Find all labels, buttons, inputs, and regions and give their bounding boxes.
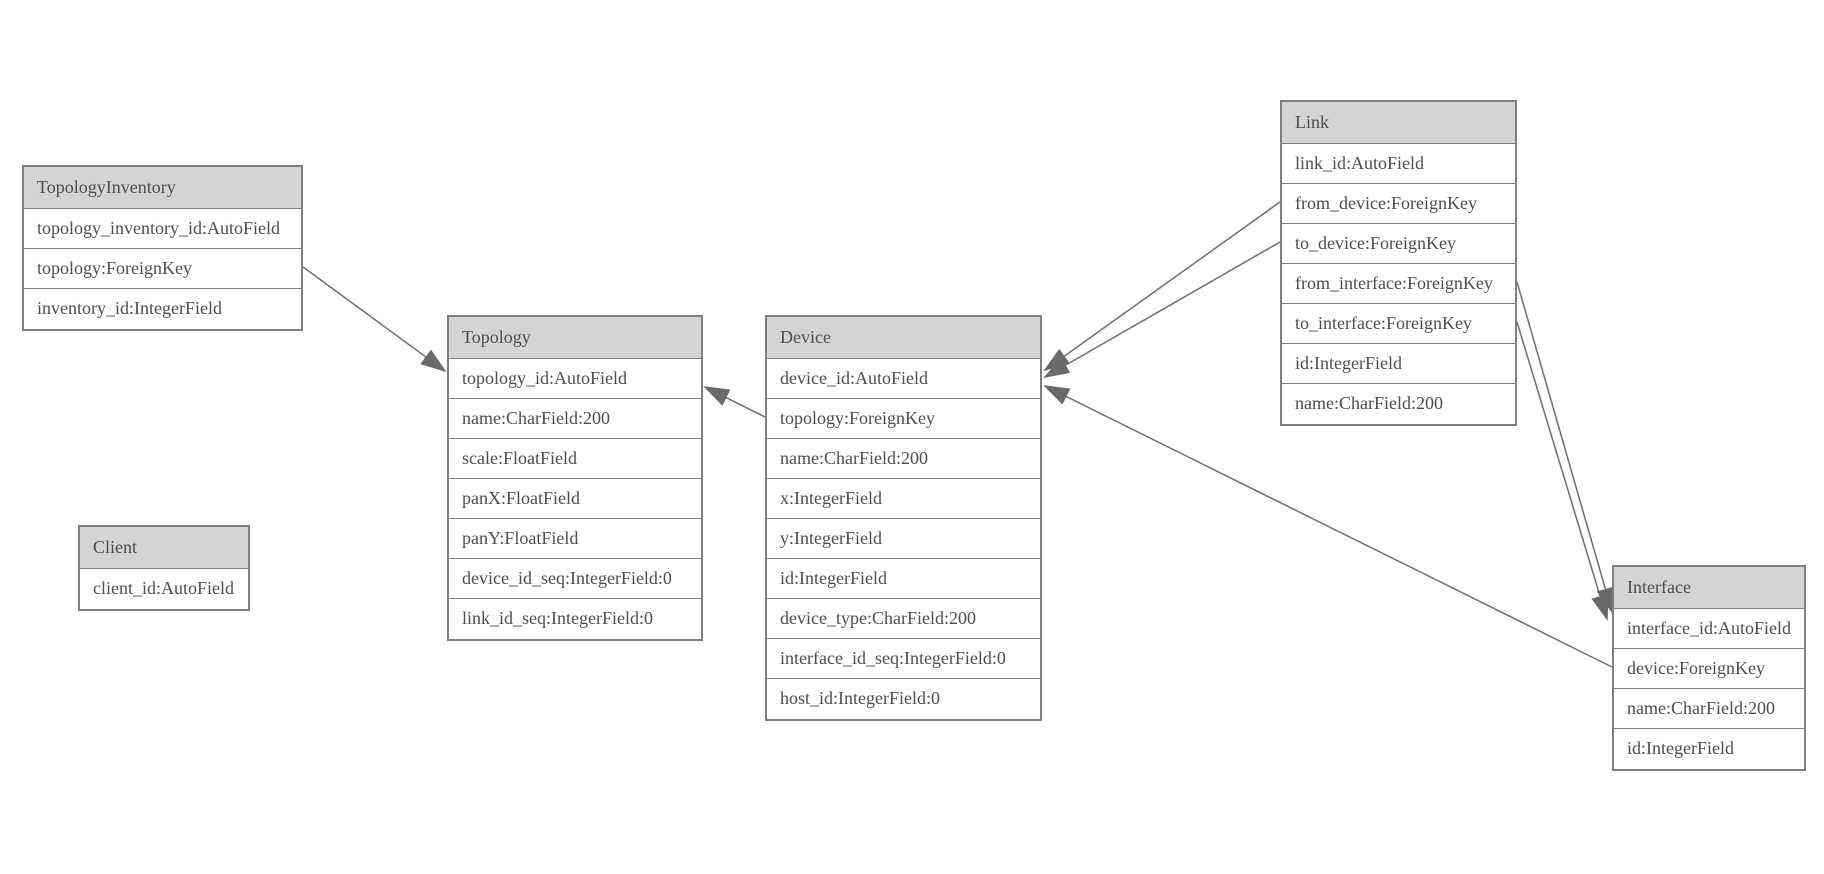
field-row: inventory_id:IntegerField: [24, 289, 301, 329]
edge-link-from-device: [1043, 201, 1281, 372]
field-row: device_id:AutoField: [767, 359, 1040, 399]
field-row: name:CharField:200: [449, 399, 701, 439]
field-row: name:CharField:200: [1282, 384, 1515, 424]
field-row: name:CharField:200: [767, 439, 1040, 479]
field-row: device:ForeignKey: [1614, 649, 1804, 689]
field-row: to_interface:ForeignKey: [1282, 304, 1515, 344]
field-row: topology_inventory_id:AutoField: [24, 209, 301, 249]
edge-device-topology: [703, 386, 766, 418]
field-row: panX:FloatField: [449, 479, 701, 519]
entity-title: TopologyInventory: [24, 167, 301, 209]
field-row: topology:ForeignKey: [767, 399, 1040, 439]
field-row: link_id:AutoField: [1282, 144, 1515, 184]
field-row: id:IntegerField: [1282, 344, 1515, 384]
field-row: host_id:IntegerField:0: [767, 679, 1040, 719]
entity-title: Device: [767, 317, 1040, 359]
field-row: id:IntegerField: [1614, 729, 1804, 769]
field-row: topology_id:AutoField: [449, 359, 701, 399]
field-row: scale:FloatField: [449, 439, 701, 479]
field-row: device_id_seq:IntegerField:0: [449, 559, 701, 599]
entity-title: Topology: [449, 317, 701, 359]
entity-title: Link: [1282, 102, 1515, 144]
field-row: id:IntegerField: [767, 559, 1040, 599]
field-row: link_id_seq:IntegerField:0: [449, 599, 701, 639]
field-row: topology:ForeignKey: [24, 249, 301, 289]
edge-link-from-interface: [1516, 281, 1615, 614]
field-row: interface_id:AutoField: [1614, 609, 1804, 649]
field-row: client_id:AutoField: [80, 569, 248, 609]
field-row: y:IntegerField: [767, 519, 1040, 559]
field-row: from_interface:ForeignKey: [1282, 264, 1515, 304]
field-row: to_device:ForeignKey: [1282, 224, 1515, 264]
entity-title: Client: [80, 527, 248, 569]
field-row: device_type:CharField:200: [767, 599, 1040, 639]
edge-topologyinventory-topology: [302, 266, 447, 373]
entity-title: Interface: [1614, 567, 1804, 609]
field-row: x:IntegerField: [767, 479, 1040, 519]
edge-link-to-device: [1043, 241, 1281, 378]
field-row: from_device:ForeignKey: [1282, 184, 1515, 224]
field-row: panY:FloatField: [449, 519, 701, 559]
field-row: name:CharField:200: [1614, 689, 1804, 729]
field-row: interface_id_seq:IntegerField:0: [767, 639, 1040, 679]
edge-interface-device: [1043, 385, 1613, 668]
edge-link-to-interface: [1516, 321, 1609, 621]
